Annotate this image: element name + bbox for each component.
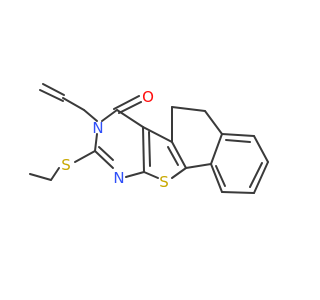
atom-oxygen: O	[142, 88, 154, 106]
bond-allyl-ch	[62, 97, 85, 111]
bond-c-s-ethyl	[74, 150, 96, 163]
bond-s-c-thiophene	[171, 167, 187, 179]
bond-benzene-inner-3	[215, 165, 226, 187]
atom-ring-nitrogen-allyl: N	[92, 119, 103, 137]
atom-thiophene-sulfur: S	[159, 173, 169, 191]
bond-ch2-aryl	[204, 110, 223, 135]
bond-benzene-inner-2	[249, 162, 263, 188]
bond-benzene-4	[221, 191, 255, 194]
bond-n-c-fused	[125, 171, 145, 178]
bond-benzene-3	[253, 161, 269, 194]
bond-lines	[29, 83, 269, 194]
bond-fused-cc	[142, 126, 145, 173]
atom-ring-nitrogen: N	[113, 169, 124, 187]
bond-benzene-5	[210, 163, 223, 193]
bond-c-c-thiophene	[142, 126, 173, 143]
atom-labels: O N N S S	[61, 88, 169, 191]
bond-allyl-ch2	[83, 109, 98, 122]
bond-ch2-ch3	[29, 173, 52, 181]
bond-fused-cc-inner	[148, 131, 151, 167]
bond-vinyl-double-a	[39, 89, 64, 102]
bond-c-n-double-b	[98, 146, 114, 161]
molecule-structure-diagram: O N N S S	[29, 83, 269, 194]
bond-thiophene-cc-inner	[167, 146, 179, 166]
atom-thioether-sulfur: S	[61, 156, 71, 174]
bond-fused-thiophene	[185, 163, 212, 169]
bond-aryl-fused	[210, 133, 223, 165]
bond-ch2-ch2	[171, 106, 206, 112]
molecule-svg: O N N S S	[29, 83, 269, 194]
bond-co-double-a	[113, 95, 140, 110]
bond-benzene-1	[221, 133, 255, 137]
bond-co-double-b	[118, 101, 142, 114]
bond-c-n-double-a	[94, 150, 114, 169]
bond-n-c-carbonyl	[101, 109, 118, 122]
bond-vinyl-double-b	[42, 83, 65, 96]
bond-thiophene-cc	[171, 141, 187, 169]
bond-benzene-inner-1	[225, 139, 251, 143]
bond-benzene-2	[253, 135, 269, 163]
bond-n-c-sulfanyl	[94, 133, 98, 152]
bond-s-ch2	[50, 167, 60, 181]
bond-c-s-thiophene	[143, 171, 159, 179]
